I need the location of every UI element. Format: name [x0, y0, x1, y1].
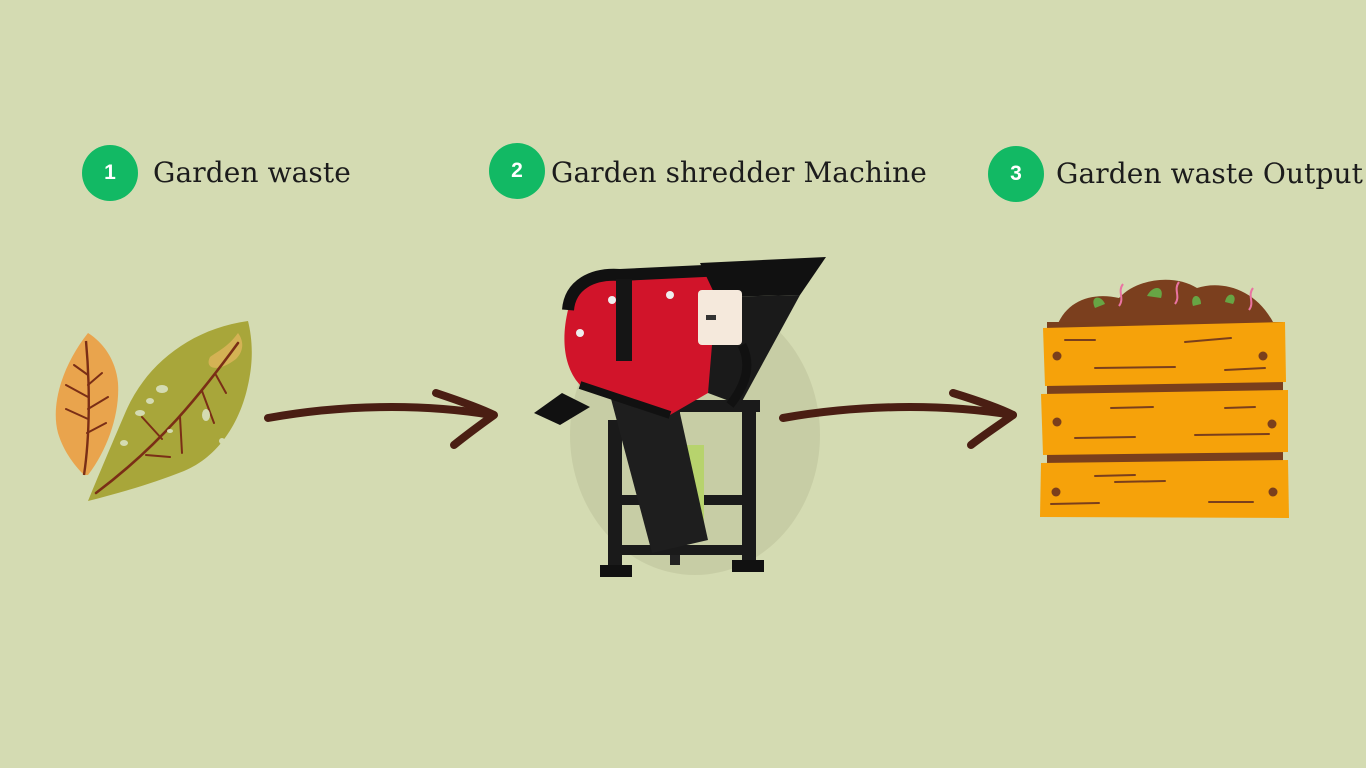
shredder-machine-icon — [534, 257, 826, 577]
step-1-label: Garden waste — [153, 156, 351, 189]
arrow-right-icon — [264, 389, 498, 449]
leaves-icon — [55, 321, 252, 501]
arrow-right-icon — [779, 389, 1017, 449]
step-2-badge: 2 — [489, 143, 545, 199]
step-3-badge: 3 — [988, 146, 1044, 202]
step-2-label: Garden shredder Machine — [551, 156, 927, 189]
compost-crate-icon — [1040, 279, 1289, 518]
step-1-badge: 1 — [82, 145, 138, 201]
step-3-label: Garden waste Output — [1056, 157, 1363, 190]
